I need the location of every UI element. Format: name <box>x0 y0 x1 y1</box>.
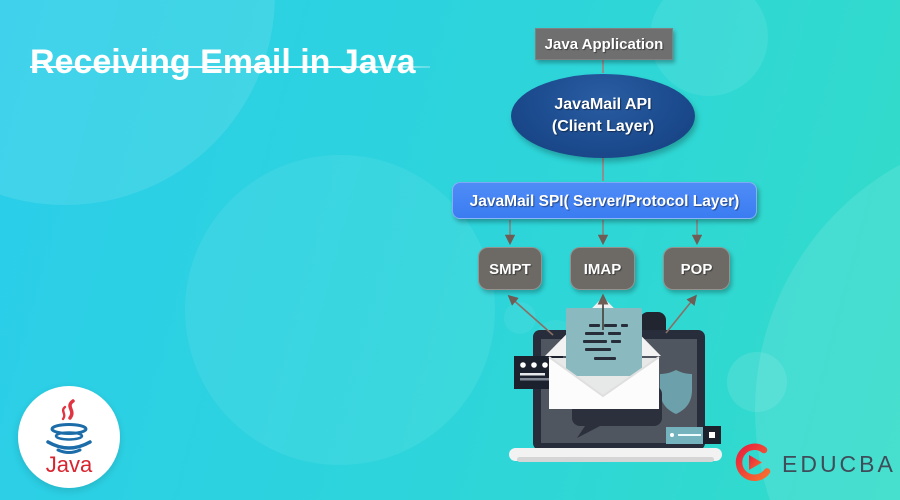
title-underline <box>30 66 430 68</box>
steam-swirl-small <box>61 405 67 421</box>
laptop-base-shadow <box>517 457 714 462</box>
api-ellipse-line1: JavaMail API <box>554 96 652 114</box>
letter-text-lines <box>583 324 628 360</box>
protocol-box-imap: IMAP <box>570 247 635 290</box>
chat-bubble-tail <box>577 426 600 438</box>
java-coffee-cup-icon: Java <box>46 399 93 477</box>
educba-ring-arc <box>735 443 771 481</box>
shield-icon <box>660 370 692 414</box>
bokeh-circle <box>504 302 536 334</box>
phone-icon <box>640 312 666 362</box>
java-wordmark: Java <box>46 452 93 477</box>
arrow-laptop-to-pop <box>665 294 697 334</box>
badge-dot <box>542 362 548 368</box>
envelope-body <box>549 357 659 409</box>
laptop-base <box>509 448 722 461</box>
laptop-screen-frame <box>533 330 705 450</box>
background-bubble <box>185 155 495 465</box>
stop-button-icon <box>703 426 721 444</box>
java-logo-badge: Java <box>18 386 120 488</box>
stop-square <box>709 432 715 438</box>
progress-line <box>678 434 701 436</box>
envelope-fold-lines <box>548 356 660 398</box>
badge-dot <box>531 362 537 368</box>
educba-play-ring-icon <box>735 443 771 481</box>
arrow-laptop-to-smpt <box>507 294 554 336</box>
educba-logo: EDUCBA <box>734 442 896 486</box>
background-bubble <box>727 352 787 412</box>
badge-line <box>520 373 545 376</box>
envelope-open-flap <box>545 297 661 356</box>
java-application-box: Java Application <box>535 28 673 60</box>
play-triangle-icon <box>749 455 762 470</box>
letter-page <box>566 308 642 376</box>
envelope-inside <box>549 358 659 398</box>
javamail-spi-box: JavaMail SPI( Server/Protocol Layer) <box>452 182 757 219</box>
protocol-box-smpt: SMPT <box>478 247 542 290</box>
bokeh-circle <box>534 320 578 364</box>
saucer-base <box>56 448 82 454</box>
educba-wordmark: EDUCBA <box>782 450 896 477</box>
badge-line <box>520 378 555 381</box>
page-title: Receiving Email in Java <box>30 42 416 81</box>
cup-mid <box>54 431 84 441</box>
steam-swirl <box>68 399 75 420</box>
laptop-screen <box>541 339 697 443</box>
progress-bar <box>666 427 708 444</box>
progress-dot <box>670 433 674 437</box>
badge-dot <box>520 362 526 368</box>
saucer <box>46 440 92 450</box>
background-bubble <box>0 0 275 205</box>
javamail-api-ellipse: JavaMail API (Client Layer) <box>511 74 695 158</box>
api-ellipse-line2: (Client Layer) <box>551 118 655 135</box>
chat-bubble-icon <box>572 386 662 426</box>
protocol-box-pop: POP <box>663 247 730 290</box>
notification-badge-icon <box>514 356 563 389</box>
